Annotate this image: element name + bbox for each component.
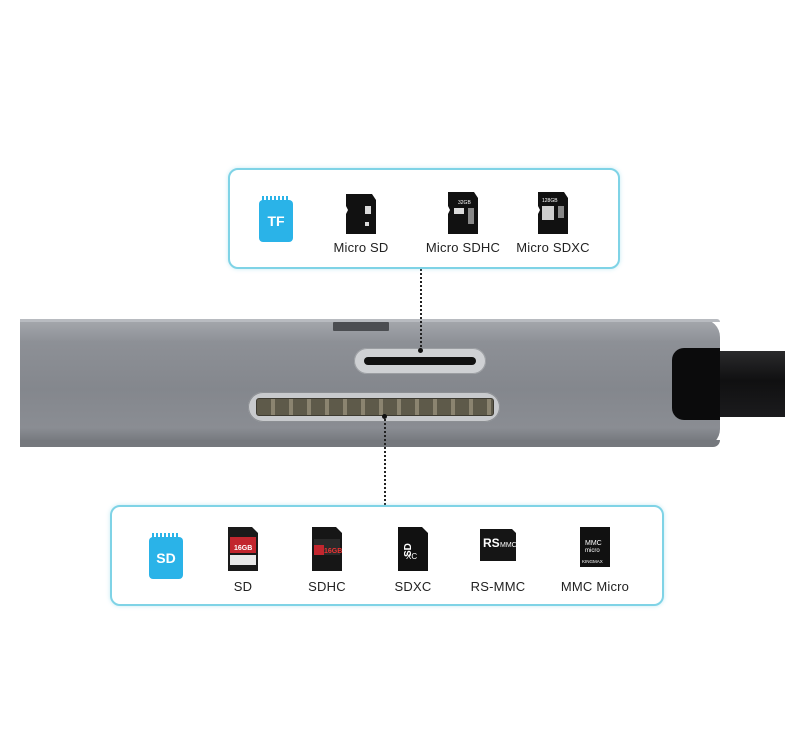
micro-sdxc-item: 128GB Micro SDXC xyxy=(516,190,590,255)
sd-badge: SD xyxy=(149,533,183,579)
micro-sdhc-item: 32GB Micro SDHC xyxy=(426,190,500,255)
micro-sd-label: Micro SD xyxy=(333,240,389,255)
connector-dot-bottom xyxy=(382,414,387,419)
tf-badge: TF xyxy=(259,196,293,242)
tf-compatibility-panel: TF Micro SD 32GB Micro SDHC 128GB Micro … xyxy=(228,168,620,269)
sdhc-card-text: 16GB xyxy=(324,548,342,555)
hub-top-highlight xyxy=(20,319,720,322)
sdhc-label: SDHC xyxy=(308,579,346,594)
sd-label: SD xyxy=(233,579,253,594)
rs-mmc-card-text: RS xyxy=(483,536,500,550)
mmc-micro-label: MMC Micro xyxy=(560,579,630,594)
sd-compatibility-panel: SD 16GB SD 16GB SDHC SD XC SDXC xyxy=(110,505,664,606)
tf-badge-label: TF xyxy=(267,213,285,229)
sd-item: 16GB SD xyxy=(226,525,260,594)
sdxc-card-icon: SD XC xyxy=(398,527,428,571)
usb-hub-body xyxy=(20,319,720,447)
micro-sdxc-card-icon: 128GB xyxy=(538,192,568,234)
rs-mmc-item: RS MMC RS-MMC xyxy=(471,527,525,594)
micro-sdhc-label: Micro SDHC xyxy=(425,240,501,255)
micro-sd-item: Micro SD xyxy=(333,192,388,255)
connector-line-top xyxy=(420,269,422,351)
sdhc-item: 16GB SDHC xyxy=(308,525,346,594)
connector-line-bottom xyxy=(384,416,386,505)
sdhc-card-icon: 16GB xyxy=(312,527,342,571)
mmc-micro-card-subtext: micro xyxy=(585,548,600,554)
mmc-micro-card-icon: MMC micro KINGMAX xyxy=(580,527,610,567)
sd-card-text: 16GB xyxy=(234,545,252,552)
sd-card-icon: 16GB xyxy=(228,527,258,571)
connector-dot-top xyxy=(418,348,423,353)
usb-cable xyxy=(710,351,785,417)
sd-badge-label: SD xyxy=(156,550,176,566)
rs-mmc-label: RS-MMC xyxy=(470,579,526,594)
sdxc-label: SDXC xyxy=(394,579,432,594)
sd-slot xyxy=(248,392,500,422)
cable-connector xyxy=(672,348,720,420)
mmc-micro-item: MMC micro KINGMAX MMC Micro xyxy=(561,525,629,594)
micro-sdxc-card-text: 128GB xyxy=(542,198,558,204)
svg-text:SD: SD xyxy=(403,543,414,557)
mmc-micro-card-text: MMC xyxy=(585,540,602,547)
sdxc-item: SD XC SDXC xyxy=(395,525,431,594)
mmc-micro-card-brand: KINGMAX xyxy=(582,559,603,564)
rs-mmc-card-icon: RS MMC xyxy=(480,529,517,561)
micro-sdhc-card-text: 32GB xyxy=(458,200,471,206)
rs-mmc-card-subtext: MMC xyxy=(500,542,517,549)
hub-bottom-edge xyxy=(20,440,720,447)
micro-sd-card-icon xyxy=(346,194,376,234)
hub-indicator xyxy=(333,322,389,331)
micro-sdxc-label: Micro SDXC xyxy=(516,240,590,255)
svg-text:XC: XC xyxy=(406,552,417,561)
micro-sdhc-card-icon: 32GB xyxy=(448,192,478,234)
